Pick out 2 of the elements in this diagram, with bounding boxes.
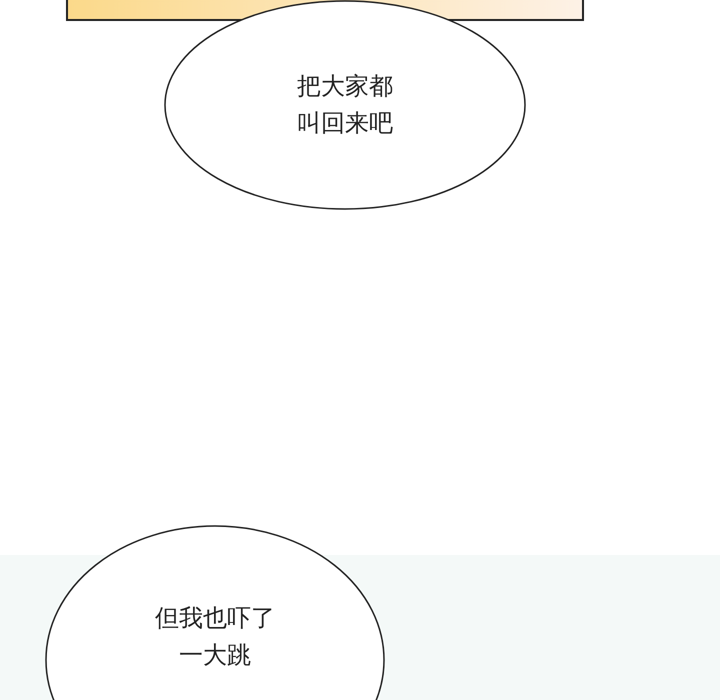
dialogue-text: 但我也吓了一大跳: [154, 603, 276, 671]
dialogue-text: 把大家都叫回来吧: [296, 71, 394, 139]
